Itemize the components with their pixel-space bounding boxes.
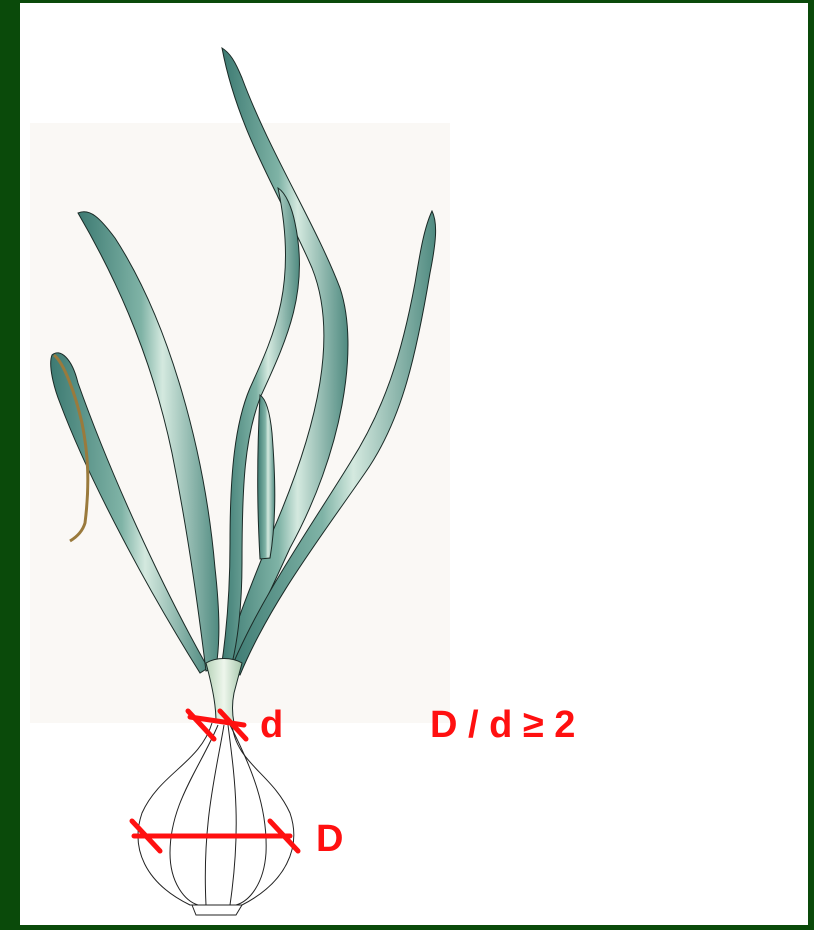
neck-diameter-label: d xyxy=(260,706,283,744)
onion-plant-illustration xyxy=(20,3,808,925)
illustration-panel: d D / d ≥ 2 D xyxy=(20,3,808,925)
ratio-rule-label: D / d ≥ 2 xyxy=(430,706,575,744)
bulb-diameter-label: D xyxy=(316,820,343,858)
